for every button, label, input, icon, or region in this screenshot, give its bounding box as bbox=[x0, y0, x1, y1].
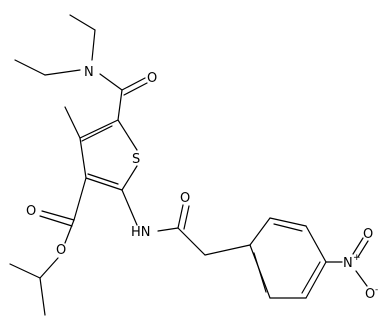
bond bbox=[121, 77, 146, 91]
nitro-oxygen-charge: - bbox=[375, 285, 378, 295]
bond bbox=[305, 225, 327, 263]
bond bbox=[99, 73, 123, 91]
bond bbox=[85, 177, 123, 191]
bond bbox=[9, 263, 41, 279]
bond bbox=[14, 59, 46, 76]
bond bbox=[39, 277, 46, 316]
nitro-oxygen-double-label: O bbox=[363, 227, 373, 242]
bond bbox=[39, 257, 59, 279]
atom-labels: N O S O O HN O N + O O - bbox=[26, 65, 378, 302]
bond bbox=[177, 204, 184, 229]
bond bbox=[39, 215, 73, 227]
thiophene-sulfur-label: S bbox=[132, 152, 140, 167]
nitro-nitrogen-label: N bbox=[343, 256, 353, 271]
bond bbox=[269, 217, 307, 227]
bond bbox=[355, 270, 368, 287]
bond bbox=[177, 227, 206, 256]
bond bbox=[357, 240, 369, 258]
bond bbox=[117, 89, 123, 121]
ester-oxygen-label: O bbox=[56, 243, 66, 258]
nitro-nitrogen-charge: + bbox=[353, 253, 361, 263]
bond bbox=[183, 205, 190, 230]
bond bbox=[64, 219, 75, 244]
bond bbox=[273, 223, 303, 232]
ester-carbonyl-oxygen-label: O bbox=[26, 204, 36, 219]
bond bbox=[249, 217, 271, 246]
bond bbox=[121, 165, 138, 191]
bond bbox=[253, 252, 267, 293]
amide-nitrogen-label: N bbox=[84, 65, 94, 80]
bond-lines bbox=[9, 14, 369, 316]
bond bbox=[81, 125, 113, 142]
nh-label: HN bbox=[131, 225, 151, 240]
bond bbox=[123, 82, 148, 96]
bond bbox=[117, 119, 138, 151]
bond bbox=[44, 69, 81, 76]
bond bbox=[79, 137, 87, 179]
bond bbox=[157, 227, 179, 232]
acetamide-oxygen-label: O bbox=[180, 191, 190, 206]
bond bbox=[301, 261, 321, 294]
bond bbox=[121, 189, 138, 226]
nitro-oxygen-single-label: O bbox=[365, 287, 375, 302]
bond bbox=[352, 237, 364, 255]
bond bbox=[204, 244, 251, 256]
bond bbox=[305, 261, 327, 299]
bond bbox=[87, 173, 119, 185]
bond bbox=[64, 106, 81, 139]
bond bbox=[73, 177, 87, 221]
bond bbox=[91, 29, 96, 61]
bond bbox=[79, 119, 119, 139]
bond bbox=[69, 14, 96, 31]
amide-oxygen-label: O bbox=[147, 71, 157, 86]
bond bbox=[41, 210, 75, 221]
